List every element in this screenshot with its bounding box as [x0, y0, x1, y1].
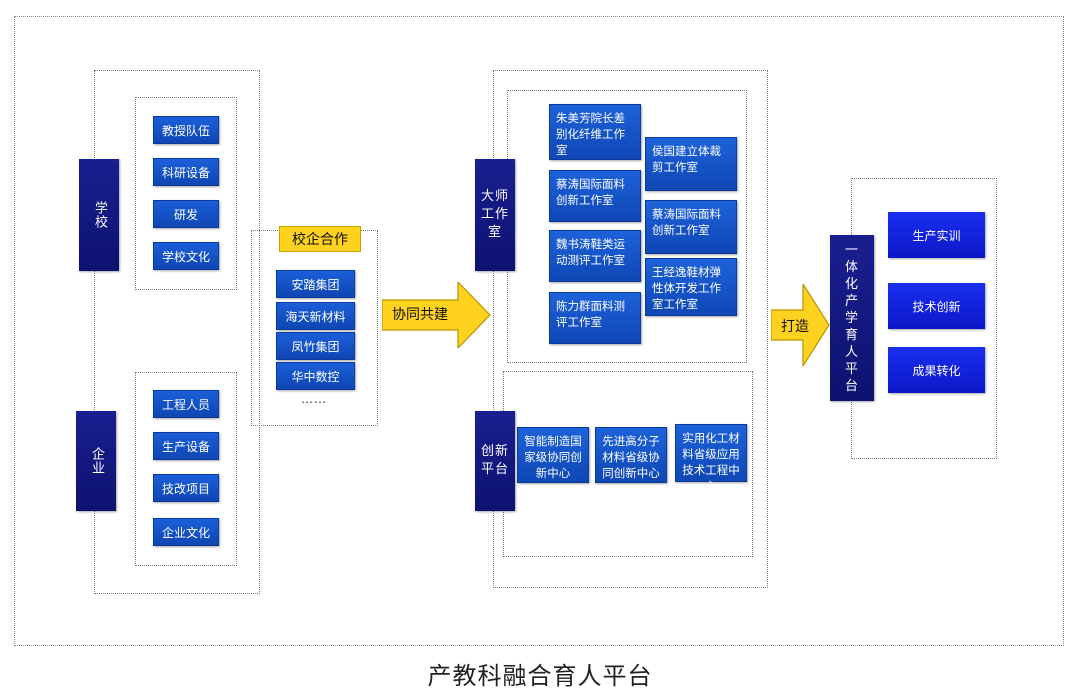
- master-studio-label: 大师工作室: [475, 159, 515, 271]
- outcome-item: 技术创新: [888, 283, 985, 329]
- outcome-item: 成果转化: [888, 347, 985, 393]
- diagram-frame: [14, 16, 1064, 646]
- arrow-right-icon: [771, 284, 830, 366]
- enterprise-label: 企业: [76, 411, 116, 511]
- company-item: 华中数控: [276, 362, 355, 390]
- studio-card: 朱美芳院长差别化纤维工作室: [549, 104, 641, 160]
- school-resources-box: [135, 97, 237, 290]
- school-item: 研发: [153, 200, 219, 228]
- resource-container: [94, 70, 260, 594]
- arrow-right-icon: [382, 282, 491, 348]
- school-item: 教授队伍: [153, 116, 219, 144]
- school-item: 学校文化: [153, 242, 219, 270]
- company-item: 安踏集团: [276, 270, 355, 298]
- studio-card: 蔡涛国际面料创新工作室: [549, 170, 641, 222]
- diagram-caption: 产教科融合育人平台: [427, 662, 653, 690]
- arrow-label-build: 打造: [781, 319, 809, 335]
- studio-card: 魏书涛鞋类运动测评工作室: [549, 230, 641, 282]
- platform-container: [493, 70, 768, 588]
- more-companies-ellipsis: ……: [301, 392, 327, 406]
- enterprise-resources-box: [135, 372, 237, 566]
- arrow-label-cooperate: 协同共建: [392, 307, 448, 323]
- company-item: 凤竹集团: [276, 332, 355, 360]
- enterprise-item: 技改项目: [153, 474, 219, 502]
- enterprise-item: 工程人员: [153, 390, 219, 418]
- school-label: 学校: [79, 159, 119, 271]
- studio-card: 王经逸鞋材弹性体开发工作室工作室: [645, 258, 737, 316]
- innovation-label: 创新平台: [475, 411, 515, 511]
- outcome-item: 生产实训: [888, 212, 985, 258]
- innovation-center-card: 实用化工材料省级应用技术工程中心: [675, 424, 747, 493]
- enterprise-item: 企业文化: [153, 518, 219, 546]
- company-item: 海天新材料: [276, 302, 355, 330]
- education-platform-label: 一体化产学育人平台: [830, 235, 874, 401]
- school-item: 科研设备: [153, 158, 219, 186]
- studio-card: 蔡涛国际面料创新工作室: [645, 200, 737, 254]
- studio-card: 侯国建立体裁剪工作室: [645, 137, 737, 191]
- studio-card: 陈力群面料测评工作室: [549, 292, 641, 344]
- innovation-center-card: 智能制造国家级协同创新中心: [517, 427, 589, 483]
- enterprise-item: 生产设备: [153, 432, 219, 460]
- innovation-center-card: 先进高分子材料省级协同创新中心: [595, 427, 667, 483]
- coop-title: 校企合作: [279, 226, 361, 252]
